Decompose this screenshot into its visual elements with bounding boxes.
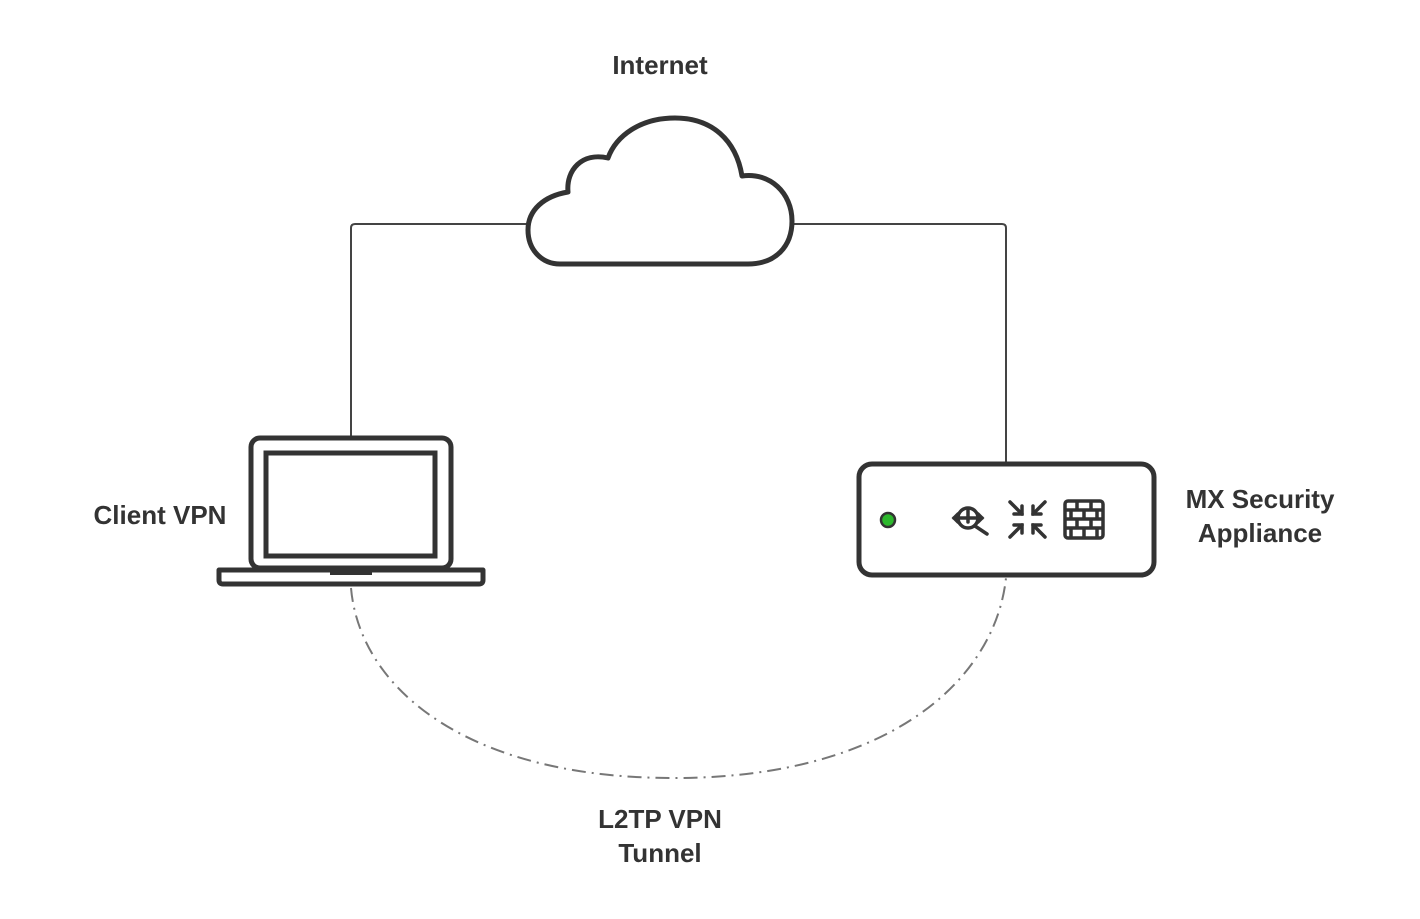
link-laptop-internet xyxy=(350,223,528,438)
brick-wall-icon xyxy=(1063,499,1105,540)
laptop-icon xyxy=(216,435,486,587)
tunnel-label: L2TP VPN Tunnel xyxy=(560,802,760,870)
tunnel-label-line1: L2TP VPN xyxy=(598,804,722,834)
vpn-tunnel-arc xyxy=(350,577,1007,780)
magnifier-icon xyxy=(951,506,989,536)
appliance-label-line1: MX Security xyxy=(1185,484,1335,514)
appliance-label: MX Security Appliance xyxy=(1160,482,1360,550)
status-led-icon xyxy=(879,511,897,529)
arrows-inward-icon xyxy=(1008,500,1047,539)
tunnel-label-line2: Tunnel xyxy=(618,838,702,868)
appliance-label-line2: Appliance xyxy=(1197,518,1323,548)
client-vpn-label: Client VPN xyxy=(93,500,227,530)
cloud-icon xyxy=(525,115,795,267)
internet-label: Internet xyxy=(612,50,708,80)
security-appliance-icon xyxy=(856,461,1157,578)
link-internet-appliance xyxy=(792,223,1007,463)
